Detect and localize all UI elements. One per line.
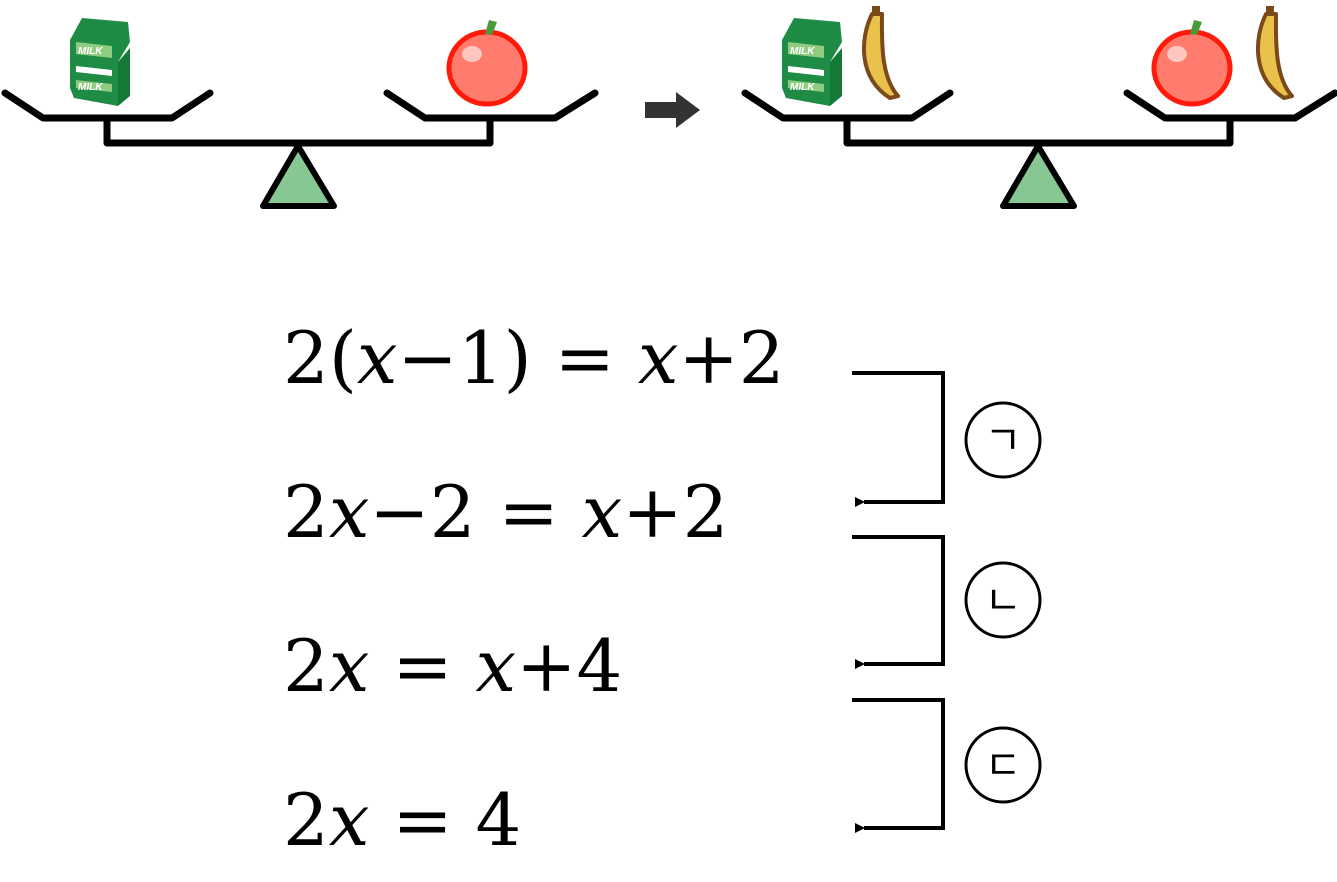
step-label-2: ㄴ [985,578,1022,624]
step-arrow-2 [852,535,945,669]
balance-scale-before [5,18,595,206]
right-arrow-icon [645,92,700,128]
equation-3: 2x = x+4 [283,624,623,708]
step-label-3: ㄷ [985,743,1022,789]
banana-icon [1255,4,1294,100]
equation-4: 2x = 4 [283,778,522,862]
milk-carton-icon [782,18,842,106]
step-arrow-3 [852,698,945,833]
step-arrow-1 [852,371,945,507]
banana-icon [861,4,900,100]
step-arrows [852,371,945,833]
equation-1: 2(x−1) = x+2 [283,316,785,400]
balance-scale-after [745,4,1335,206]
step-label-1: ㄱ [985,418,1022,464]
apple-icon [449,20,525,104]
step-labels: ㄱ ㄴ ㄷ [964,401,1042,804]
equation-2: 2x−2 = x+2 [283,470,729,554]
milk-carton-icon [70,18,130,106]
apple-icon [1154,20,1230,104]
